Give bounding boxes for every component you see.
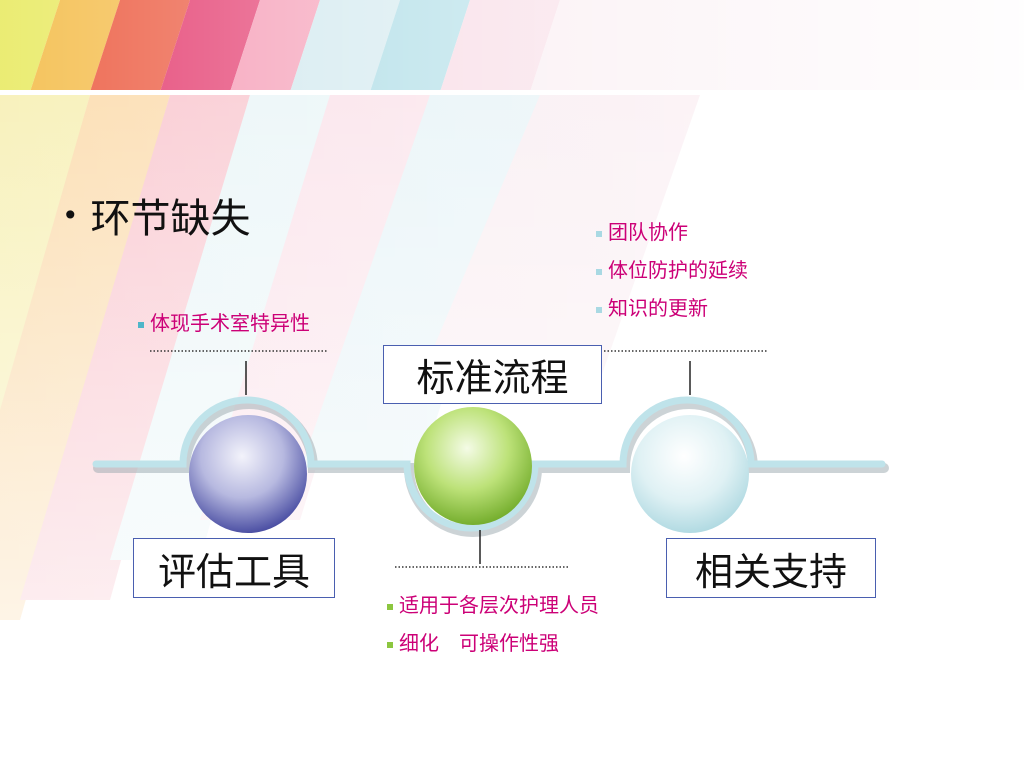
note-item: 细化 可操作性强 <box>387 624 599 662</box>
note-text: 体现手术室特异性 <box>150 311 310 335</box>
note-text: 知识的更新 <box>608 296 708 320</box>
square-bullet-icon <box>596 230 602 237</box>
stage-label-assessment: 评估工具 <box>157 549 310 594</box>
note-text: 适用于各层次护理人员 <box>399 593 599 617</box>
square-bullet-icon <box>596 268 602 275</box>
bullet-heading: • 环节缺失 <box>62 186 251 244</box>
note-item: 适用于各层次护理人员 <box>387 586 599 624</box>
note-item: 体位防护的延续 <box>596 251 748 289</box>
track-line <box>92 396 886 532</box>
note-item: 知识的更新 <box>596 289 748 327</box>
stage-circle-process <box>414 407 532 525</box>
note-text: 体位防护的延续 <box>608 258 748 282</box>
stage-label-support: 相关支持 <box>694 549 847 594</box>
note-text: 细化 可操作性强 <box>399 631 559 655</box>
note-text: 团队协作 <box>608 220 688 244</box>
stage-label-process: 标准流程 <box>416 356 569 400</box>
square-bullet-icon <box>387 641 393 648</box>
bullet-heading-text: 环节缺失 <box>90 196 251 242</box>
square-bullet-icon <box>138 321 144 328</box>
stage-box-support: 相关支持 <box>666 538 876 598</box>
stage-circle-support <box>631 415 749 533</box>
stage-box-process: 标准流程 <box>383 345 602 404</box>
notes-support: 团队协作 体位防护的延续 知识的更新 <box>596 213 748 327</box>
notes-assessment: 体现手术室特异性 <box>138 304 310 342</box>
square-bullet-icon <box>596 306 602 313</box>
note-item: 团队协作 <box>596 213 748 251</box>
stage-circle-assessment <box>189 415 307 533</box>
track-shadow <box>93 399 889 537</box>
stage-box-assessment: 评估工具 <box>133 538 335 598</box>
note-item: 体现手术室特异性 <box>138 304 310 342</box>
square-bullet-icon <box>387 603 393 610</box>
bullet-dot-icon: • <box>62 198 79 232</box>
notes-process: 适用于各层次护理人员 细化 可操作性强 <box>387 586 599 662</box>
